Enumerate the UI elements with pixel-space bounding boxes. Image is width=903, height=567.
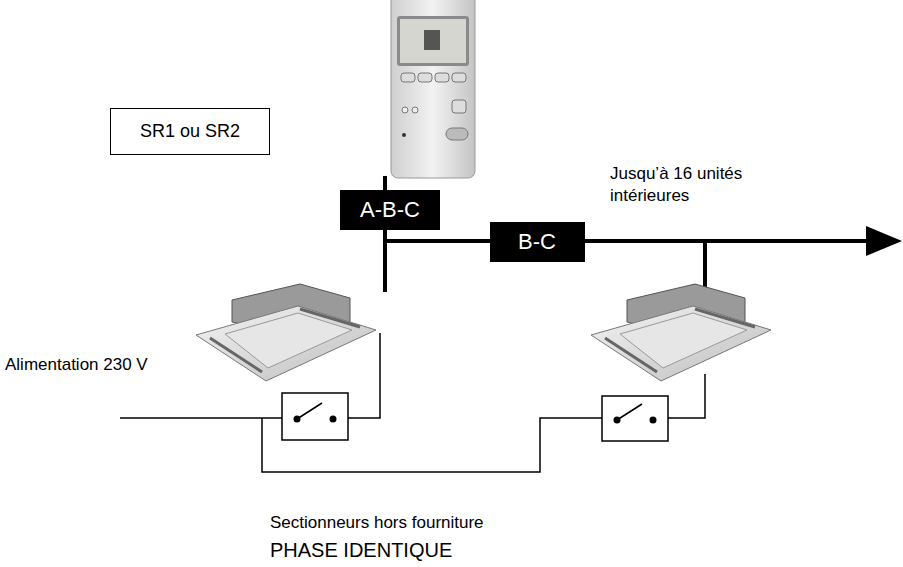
switch-box <box>602 396 668 441</box>
remote-button <box>401 73 415 82</box>
unit-louver <box>210 338 262 372</box>
bus-wire <box>385 239 872 243</box>
power-wire <box>668 374 705 418</box>
remote-button <box>418 73 432 82</box>
power-wire <box>348 333 380 418</box>
remote-button <box>412 107 418 113</box>
bus-terminal-box: A-B-C <box>340 190 440 230</box>
remote-button <box>446 128 468 140</box>
switch-blade <box>297 403 322 419</box>
power-wire <box>120 333 705 472</box>
switch-note: Sectionneurs hors fourniture <box>270 512 484 534</box>
power-wire <box>120 417 282 419</box>
unit-panel <box>591 306 771 381</box>
unit-count-note: Jusqu’à 16 unités intérieures <box>610 163 800 207</box>
cassette-unit <box>591 284 771 381</box>
remote-type-box: SR1 ou SR2 <box>110 108 270 155</box>
remote-button <box>402 107 408 113</box>
remote-screen <box>400 19 466 63</box>
remote-digits <box>424 30 440 50</box>
switch-contact <box>650 417 657 424</box>
switch-box <box>282 393 348 440</box>
phase-note: PHASE IDENTIQUE <box>270 537 452 563</box>
remote-bezel <box>397 16 469 66</box>
arrow-head <box>866 226 902 256</box>
node-text: B-C <box>518 229 556 255</box>
remote-button <box>435 73 449 82</box>
unit-louver <box>605 338 657 372</box>
remote-led <box>402 133 406 137</box>
unit-louver <box>300 309 360 327</box>
switch-contact <box>330 416 337 423</box>
bus-terminal-box: B-C <box>490 222 585 262</box>
node-text: A-B-C <box>360 197 420 223</box>
remote-controller <box>391 0 475 178</box>
node-text: SR1 ou SR2 <box>140 121 240 142</box>
switch-symbol <box>282 393 348 440</box>
switch-blade <box>617 404 642 420</box>
switch-symbol <box>602 396 668 441</box>
cassette-unit <box>196 284 376 381</box>
remote-button <box>452 73 466 82</box>
bus-wire <box>703 241 707 292</box>
power-supply-label: Alimentation 230 V <box>5 354 148 376</box>
remote-button <box>452 100 466 113</box>
unit-louver <box>695 309 755 327</box>
remote-body <box>391 0 475 178</box>
unit-panel <box>196 306 376 381</box>
